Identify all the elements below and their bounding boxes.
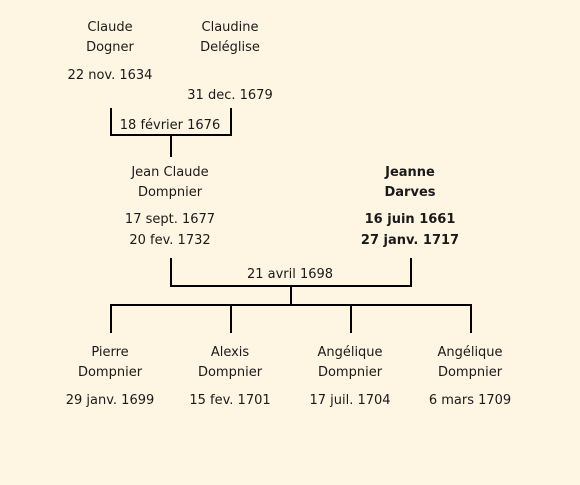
grandfather-birth-date: 22 nov. 1634 — [67, 68, 153, 83]
grandmother-birth-date: 31 dec. 1679 — [187, 88, 273, 103]
child-1-birth-date: 29 janv. 1699 — [65, 393, 155, 408]
father-death-date: 20 fev. 1732 — [129, 233, 211, 248]
mother-last-name: Darves — [384, 185, 436, 200]
mother-birth-date: 16 juin 1661 — [364, 212, 456, 227]
grandfather-first-name: Claude — [87, 20, 133, 35]
child-4-first-name: Angélique — [437, 345, 503, 360]
child-2-birth-date: 15 fev. 1701 — [189, 393, 271, 408]
child-1-first-name: Pierre — [91, 345, 129, 360]
father-birth-date: 17 sept. 1677 — [124, 212, 216, 227]
grandmother-first-name: Claudine — [201, 20, 259, 35]
child-4-last-name: Dompnier — [437, 365, 503, 380]
child-2-last-name: Dompnier — [197, 365, 263, 380]
father-last-name: Dompnier — [137, 185, 203, 200]
child-1-last-name: Dompnier — [77, 365, 143, 380]
father-first-name: Jean Claude — [131, 165, 209, 180]
grandparents-marriage-date: 18 février 1676 — [119, 118, 221, 133]
mother-first-name: Jeanne — [385, 165, 435, 180]
child-2-first-name: Alexis — [210, 345, 250, 360]
mother-death-date: 27 janv. 1717 — [360, 233, 460, 248]
grandfather-last-name: Dogner — [86, 40, 134, 55]
child-3-birth-date: 17 juil. 1704 — [309, 393, 391, 408]
child-4-birth-date: 6 mars 1709 — [428, 393, 512, 408]
child-3-last-name: Dompnier — [317, 365, 383, 380]
parents-marriage-date: 21 avril 1698 — [246, 267, 334, 282]
child-3-first-name: Angélique — [317, 345, 383, 360]
grandmother-last-name: Deléglise — [200, 40, 260, 55]
